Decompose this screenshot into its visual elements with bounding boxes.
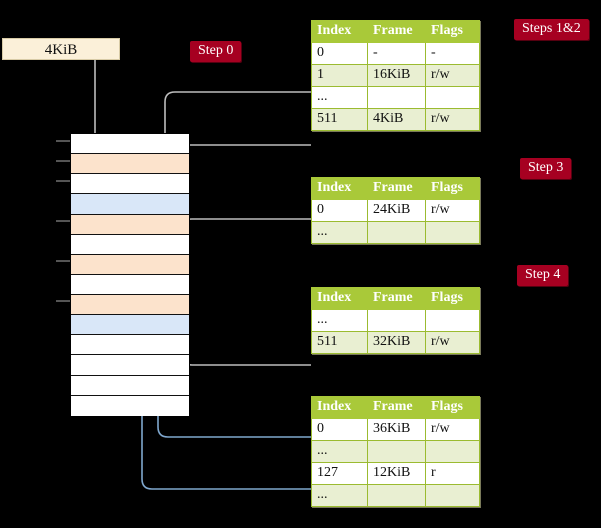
memory-frame-row <box>71 214 189 235</box>
cell-flags <box>425 86 480 109</box>
table-row[interactable]: ... <box>311 221 480 244</box>
column-header-frame: Frame <box>367 20 426 43</box>
cell-frame <box>367 309 426 332</box>
cell-frame: 12KiB <box>367 462 426 485</box>
cell-frame: 36KiB <box>367 418 426 441</box>
cell-index: 511 <box>311 108 368 131</box>
cell-frame: - <box>367 42 426 65</box>
memory-tick-mark <box>56 180 70 182</box>
memory-frame-row <box>71 274 189 295</box>
memory-tick-mark <box>56 220 70 222</box>
memory-frame-row <box>71 174 189 195</box>
table-row[interactable]: ... <box>311 86 480 109</box>
wire-table3-to-memory <box>176 302 311 366</box>
column-header-frame: Frame <box>367 177 426 200</box>
table-row[interactable]: ... <box>311 309 480 332</box>
cell-flags <box>425 484 480 507</box>
column-header-frame: Frame <box>367 396 426 419</box>
cell-flags: r <box>425 462 480 485</box>
cell-frame: 24KiB <box>367 199 426 222</box>
memory-frame-row <box>71 194 189 215</box>
cell-index: ... <box>311 309 368 332</box>
cell-index: 1 <box>311 64 368 87</box>
physical-memory-column <box>70 133 190 416</box>
column-header-flags: Flags <box>425 177 480 200</box>
column-header-frame: Frame <box>367 287 426 310</box>
cell-frame <box>367 86 426 109</box>
memory-frame-row <box>71 154 189 175</box>
cell-index: 0 <box>311 199 368 222</box>
cell-flags: r/w <box>425 108 480 131</box>
memory-tick-mark <box>56 160 70 162</box>
cell-flags <box>425 221 480 244</box>
column-header-index: Index <box>311 20 368 43</box>
cell-flags: r/w <box>425 64 480 87</box>
column-header-index: Index <box>311 396 368 419</box>
cell-flags: r/w <box>425 418 480 441</box>
table-row[interactable]: ... <box>311 484 480 507</box>
cell-index: ... <box>311 86 368 109</box>
cell-frame: 32KiB <box>367 331 426 354</box>
cell-index: ... <box>311 221 368 244</box>
memory-frame-row <box>71 295 189 316</box>
cell-flags <box>425 309 480 332</box>
cell-flags: r/w <box>425 331 480 354</box>
badge-step-4: Step 4 <box>517 265 569 286</box>
column-header-flags: Flags <box>425 20 480 43</box>
cell-frame: 4KiB <box>367 108 426 131</box>
column-header-flags: Flags <box>425 287 480 310</box>
cell-index: ... <box>311 440 368 463</box>
table-row[interactable]: ... <box>311 440 480 463</box>
cell-flags <box>425 440 480 463</box>
memory-frame-row <box>71 395 189 416</box>
cell-index: 0 <box>311 42 368 65</box>
memory-tick-mark <box>56 300 70 302</box>
memory-frame-row <box>71 315 189 336</box>
cell-index: 0 <box>311 418 368 441</box>
cell-index: 127 <box>311 462 368 485</box>
column-header-index: Index <box>311 177 368 200</box>
wire-table2-to-memory <box>181 218 311 255</box>
source-frame-box: 4KiB <box>2 38 120 60</box>
column-header-flags: Flags <box>425 396 480 419</box>
wire-table1-row511-link <box>179 144 311 154</box>
memory-frame-row <box>71 355 189 376</box>
memory-tick-mark <box>56 140 70 142</box>
badge-steps-1-and-2: Steps 1&2 <box>514 19 589 40</box>
cell-frame <box>367 440 426 463</box>
badge-step-0: Step 0 <box>190 41 242 62</box>
cell-frame <box>367 484 426 507</box>
cell-flags: - <box>425 42 480 65</box>
badge-step-3: Step 3 <box>520 158 572 179</box>
memory-frame-row <box>71 335 189 356</box>
memory-frame-row <box>71 134 189 155</box>
memory-tick-mark <box>56 260 70 262</box>
cell-flags: r/w <box>425 199 480 222</box>
cell-index: ... <box>311 484 368 507</box>
cell-frame <box>367 221 426 244</box>
memory-frame-row <box>71 234 189 255</box>
table-row[interactable]: 0-- <box>311 42 480 65</box>
column-header-index: Index <box>311 287 368 310</box>
cell-frame: 16KiB <box>367 64 426 87</box>
cell-index: 511 <box>311 331 368 354</box>
memory-frame-row <box>71 254 189 275</box>
memory-frame-row <box>71 375 189 396</box>
